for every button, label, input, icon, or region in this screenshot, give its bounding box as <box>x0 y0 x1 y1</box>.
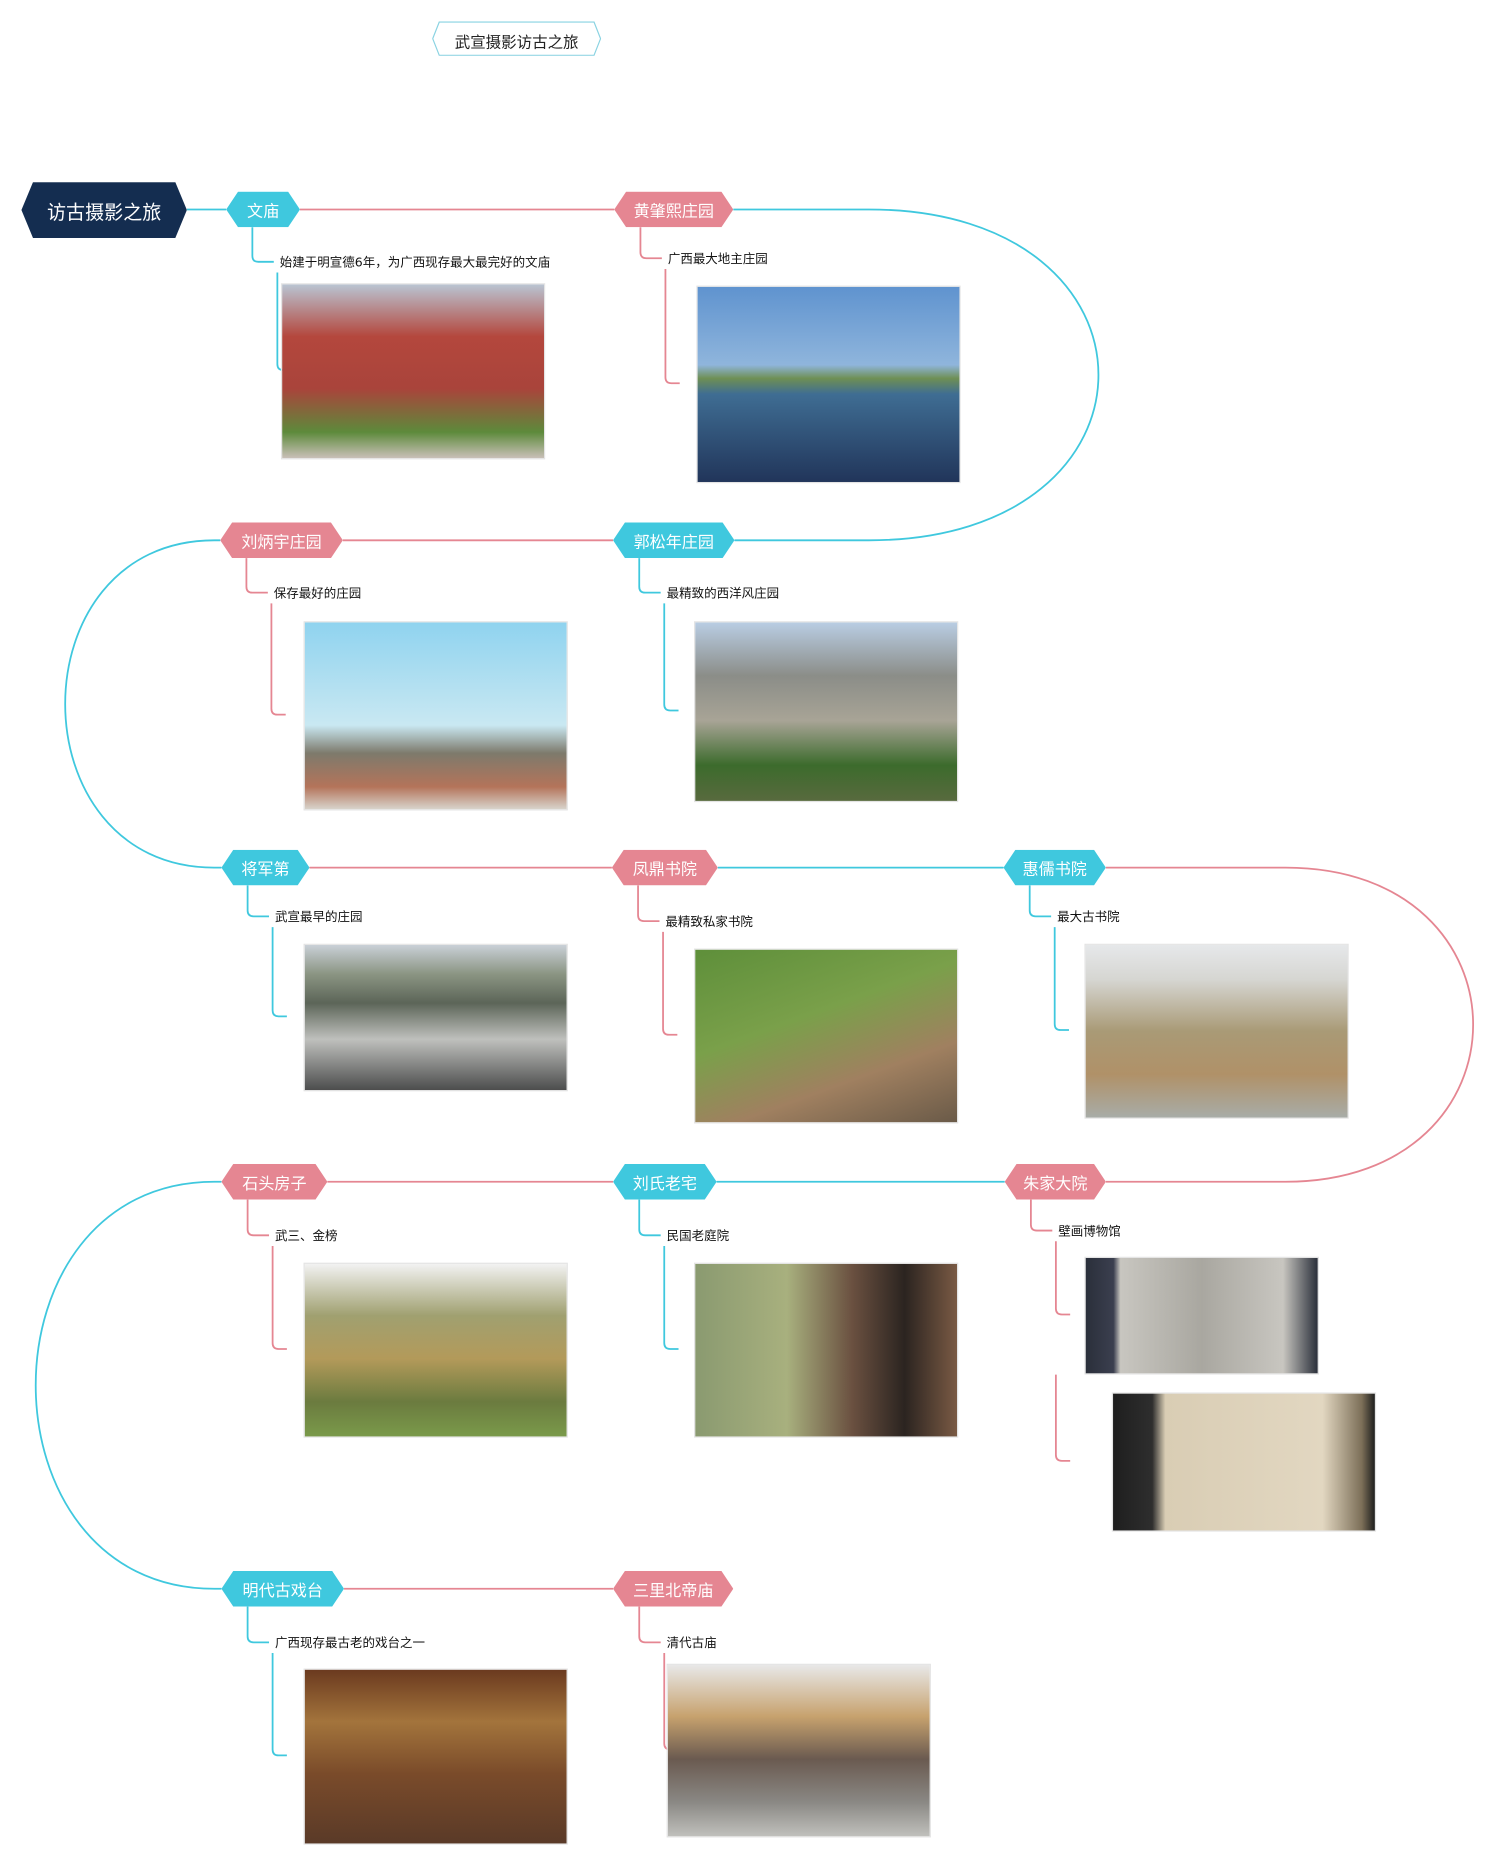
image-connector <box>1054 1241 1071 1316</box>
note-connector <box>246 885 270 918</box>
image-connector <box>663 603 679 712</box>
north-emperor-temple-photo[interactable] <box>666 1663 931 1838</box>
topic-label: 刘氏老宅 <box>632 1174 697 1194</box>
topic-note[interactable]: 广西现存最古老的戏台之一 <box>274 1636 425 1651</box>
calligraphy-mural-photo[interactable] <box>1111 1392 1377 1532</box>
image-connector <box>664 268 680 385</box>
topic-label: 凤鼎书院 <box>632 860 697 880</box>
root-topic-label: 访古摄影之旅 <box>47 200 162 224</box>
main-connector <box>1105 866 1474 1183</box>
note-connector <box>638 1606 661 1644</box>
image-connector <box>662 931 678 1036</box>
topic-note[interactable]: 武三、金榜 <box>274 1229 338 1244</box>
note-connector <box>251 227 274 263</box>
topic-node[interactable]: 黄肇熙庄园 <box>614 192 733 228</box>
note-connector <box>637 885 660 923</box>
note-connector <box>245 558 268 594</box>
topic-node[interactable]: 惠儒书院 <box>1004 850 1106 886</box>
image-connector <box>271 1653 287 1757</box>
topic-label: 三里北帝庙 <box>632 1581 714 1601</box>
academy-tree-photo[interactable] <box>694 948 959 1124</box>
topic-node[interactable]: 刘氏老宅 <box>613 1164 717 1200</box>
stone-house-photo[interactable] <box>303 1262 568 1438</box>
image-connector <box>1054 1374 1071 1462</box>
manor-blue-sky-photo[interactable] <box>303 621 568 811</box>
topic-note[interactable]: 壁画博物馆 <box>1058 1224 1121 1239</box>
note-connector <box>639 227 662 260</box>
topic-label: 明代古戏台 <box>242 1581 323 1601</box>
topic-label: 石头房子 <box>242 1174 307 1194</box>
main-connector <box>733 208 1100 542</box>
old-courtyard-photo[interactable] <box>694 1262 959 1438</box>
image-connector <box>270 603 286 716</box>
lake-reflection-manor-photo[interactable] <box>696 285 961 484</box>
map-title-text: 武宣摄影访古之旅 <box>454 34 579 53</box>
note-connector <box>1029 1199 1053 1232</box>
western-style-manor-photo[interactable] <box>694 621 959 803</box>
topic-note[interactable]: 民国老庭院 <box>666 1229 730 1244</box>
old-academy-facade-photo[interactable] <box>1084 943 1349 1119</box>
topic-node[interactable]: 石头房子 <box>221 1164 327 1200</box>
topic-node[interactable]: 将军第 <box>221 850 309 886</box>
topic-note[interactable]: 最大古书院 <box>1057 910 1120 925</box>
aerial-village-photo[interactable] <box>303 943 568 1092</box>
main-connector <box>34 1180 222 1590</box>
topic-label: 黄肇熙庄园 <box>633 202 714 222</box>
map-title[interactable]: 武宣摄影访古之旅 <box>432 21 602 56</box>
topic-node[interactable]: 朱家大院 <box>1005 1164 1106 1200</box>
topic-note[interactable]: 最精致的西洋风庄园 <box>666 586 780 602</box>
topic-node[interactable]: 文庙 <box>226 192 300 228</box>
topic-node[interactable]: 凤鼎书院 <box>612 850 718 886</box>
topic-node[interactable]: 明代古戏台 <box>221 1571 344 1607</box>
topic-label: 郭松年庄园 <box>633 533 714 553</box>
note-connector <box>1028 885 1052 918</box>
note-connector <box>246 1199 270 1237</box>
note-connector <box>638 558 661 594</box>
topic-note[interactable]: 保存最好的庄园 <box>273 586 362 602</box>
topic-label: 文庙 <box>247 202 280 222</box>
topic-node[interactable]: 三里北帝庙 <box>613 1571 733 1607</box>
red-temple-complex-photo[interactable] <box>280 283 546 460</box>
topic-note[interactable]: 武宣最早的庄园 <box>274 910 363 925</box>
topic-note[interactable]: 始建于明宣德6年，为广西现存最大最完好的文庙 <box>279 255 551 271</box>
image-connector <box>1053 927 1069 1031</box>
mural-painting-photo[interactable] <box>1084 1256 1319 1375</box>
topic-note[interactable]: 广西最大地主庄园 <box>667 252 768 267</box>
topic-note[interactable]: 清代古庙 <box>666 1636 717 1651</box>
note-connector <box>638 1199 661 1237</box>
topic-note[interactable]: 最精致私家书院 <box>665 915 753 930</box>
topic-label: 将军第 <box>241 860 290 880</box>
topic-label: 惠儒书院 <box>1022 860 1087 880</box>
image-connector <box>271 1246 287 1350</box>
topic-label: 刘炳宇庄园 <box>241 533 322 553</box>
image-connector <box>271 927 287 1018</box>
topic-node[interactable]: 郭松年庄园 <box>613 522 734 558</box>
main-connector <box>64 539 222 869</box>
topic-label: 朱家大院 <box>1023 1174 1088 1194</box>
root-topic[interactable]: 访古摄影之旅 <box>21 182 187 239</box>
note-connector <box>246 1606 270 1644</box>
image-connector <box>663 1246 679 1350</box>
ancient-stage-photo[interactable] <box>303 1668 568 1845</box>
topic-node[interactable]: 刘炳宇庄园 <box>220 522 343 558</box>
